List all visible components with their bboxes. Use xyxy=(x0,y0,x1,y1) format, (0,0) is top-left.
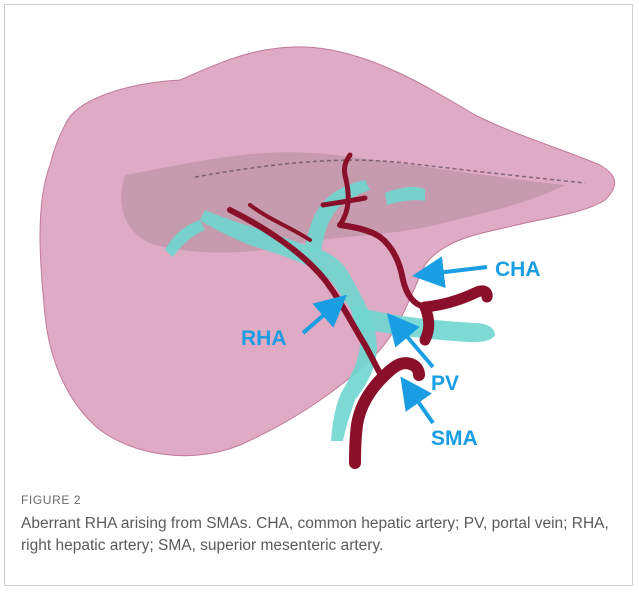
figure-caption: Aberrant RHA arising from SMAs. CHA, com… xyxy=(21,513,621,557)
annotation-cha: CHA xyxy=(420,258,541,281)
pv-label: PV xyxy=(431,372,459,395)
figure-frame: CHA RHA PV SMA FIGURE 2 Aberrant RHA ari… xyxy=(4,4,633,586)
liver-shape xyxy=(40,47,615,456)
liver-3d-render: CHA RHA PV SMA xyxy=(5,5,632,495)
figure-label: FIGURE 2 xyxy=(21,493,81,507)
rha-label: RHA xyxy=(241,327,287,350)
anatomy-illustration: CHA RHA PV SMA xyxy=(5,5,632,495)
cha-label: CHA xyxy=(495,258,541,281)
sma-label: SMA xyxy=(431,427,478,450)
